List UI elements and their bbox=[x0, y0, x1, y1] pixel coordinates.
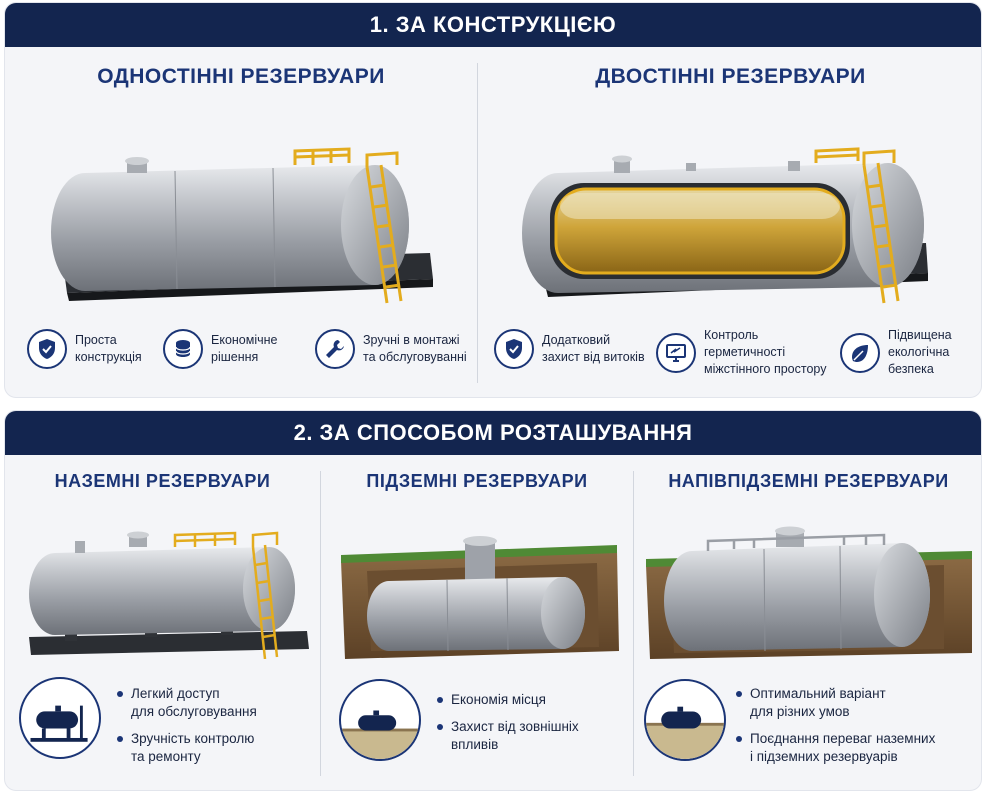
shield-check-icon bbox=[27, 329, 67, 369]
panel-double-wall: ДВОСТІННІ РЕЗЕРВУАРИ bbox=[478, 47, 981, 397]
panel-underground: ПІДЗЕМНІ РЕЗЕРВУАРИ Екон bbox=[321, 455, 633, 790]
panel-title: НАЗЕМНІ РЕЗЕРВУАРИ bbox=[54, 471, 271, 491]
panel-divider bbox=[477, 63, 478, 383]
section-by-location: 2. ЗА СПОСОБОМ РОЗТАШУВАННЯ НАЗЕМНІ РЕЗЕ… bbox=[4, 410, 982, 791]
above-ground-tank-illustration bbox=[25, 509, 315, 659]
monitor-icon bbox=[656, 332, 696, 373]
panel-single-wall: ОДНОСТІННІ РЕЗЕРВУАРИ bbox=[5, 47, 477, 397]
shield-check-icon bbox=[494, 329, 534, 369]
leaf-icon bbox=[840, 332, 880, 373]
panel-title: НАПІВПІДЗЕМНІ РЕЗЕРВУАРИ bbox=[668, 471, 949, 491]
double-wall-tank-illustration bbox=[518, 103, 948, 313]
underground-tank-illustration bbox=[337, 501, 623, 661]
panel-title: ПІДЗЕМНІ РЕЗЕРВУАРИ bbox=[366, 471, 588, 491]
section-header: 2. ЗА СПОСОБОМ РОЗТАШУВАННЯ bbox=[5, 411, 981, 455]
section-by-construction: 1. ЗА КОНСТРУКЦІЄЮ ОДНОСТІННІ РЕЗЕРВУАРИ bbox=[4, 2, 982, 398]
section-header: 1. ЗА КОНСТРУКЦІЄЮ bbox=[5, 3, 981, 47]
semi-underground-tank-illustration bbox=[644, 501, 974, 661]
underground-tank-icon bbox=[339, 679, 421, 761]
panel-above-ground: НАЗЕМНІ РЕЗЕРВУАРИ bbox=[5, 455, 320, 790]
panel-title: ОДНОСТІННІ РЕЗЕРВУАРИ bbox=[97, 65, 385, 88]
panel-title: ДВОСТІННІ РЕЗЕРВУАРИ bbox=[595, 65, 866, 88]
panel-divider bbox=[633, 471, 634, 776]
coins-icon bbox=[163, 329, 203, 369]
wrench-icon bbox=[315, 329, 355, 369]
above-ground-tank-icon bbox=[19, 677, 101, 759]
single-wall-tank-illustration bbox=[45, 103, 445, 313]
list-item: Економія місця bbox=[437, 691, 579, 709]
panel-divider bbox=[320, 471, 321, 776]
semi-underground-tank-icon bbox=[644, 679, 726, 761]
panel-semi-underground: НАПІВПІДЗЕМНІ РЕЗЕРВУАРИ bbox=[634, 455, 981, 790]
